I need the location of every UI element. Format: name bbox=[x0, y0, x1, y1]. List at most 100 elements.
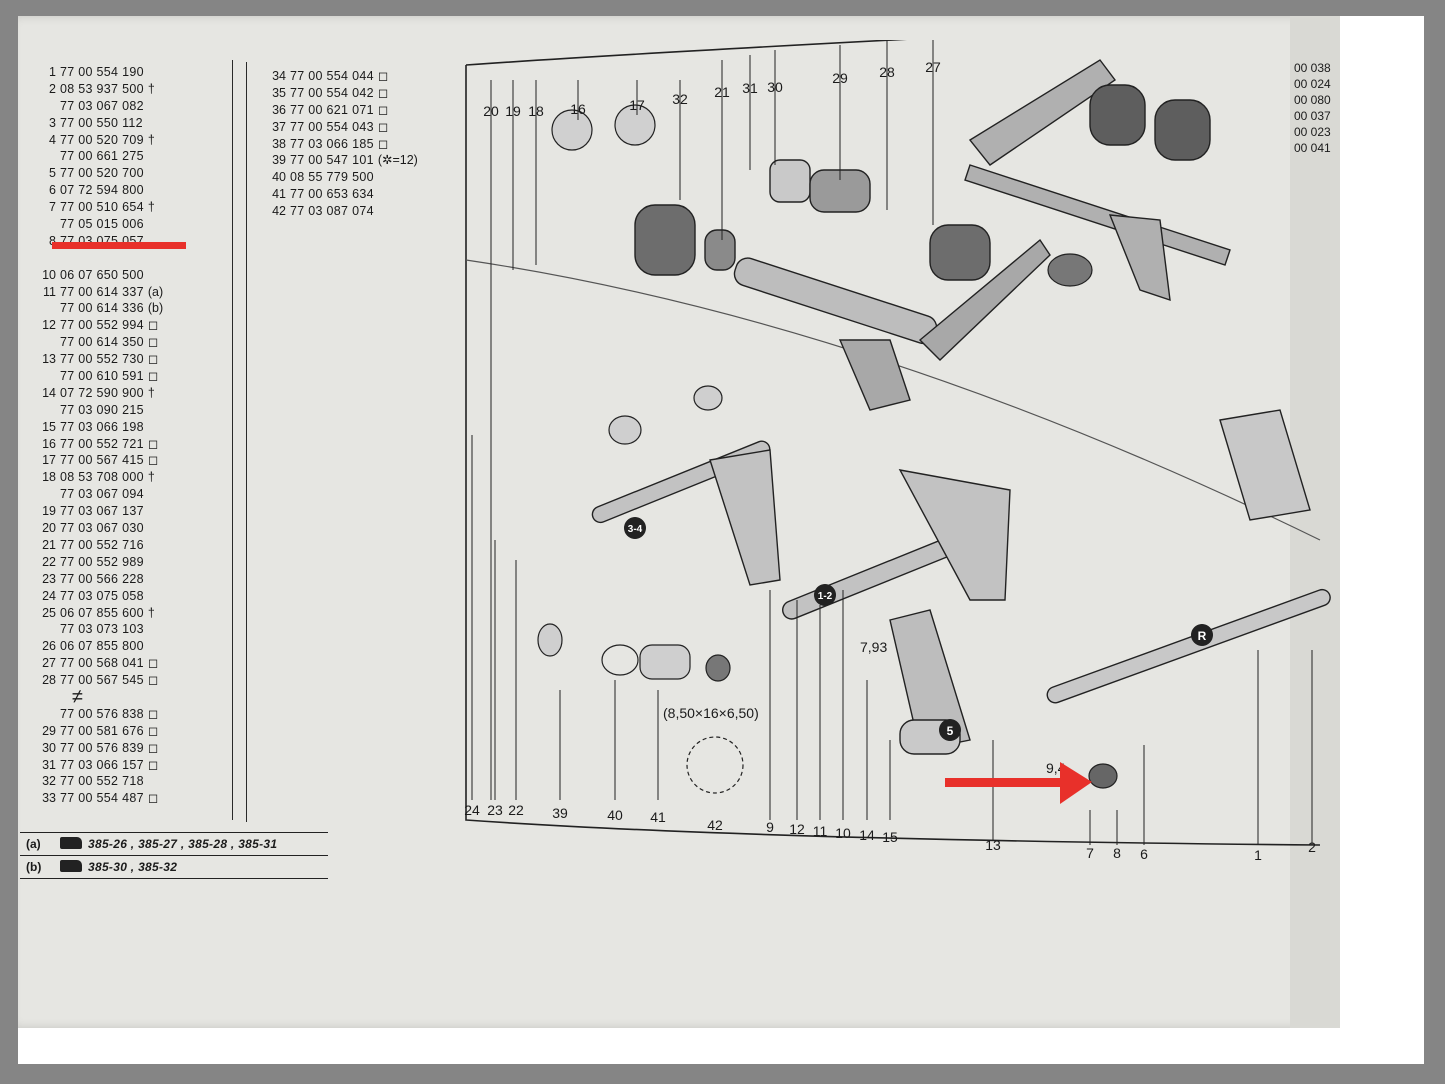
part-code: 07 72 594 800 bbox=[60, 183, 144, 198]
part-code: 77 00 552 718 bbox=[60, 774, 144, 789]
part-number: 19 bbox=[42, 504, 56, 519]
part-code: 06 07 855 600 bbox=[60, 605, 144, 620]
part-code: 77 00 520 700 bbox=[60, 166, 144, 181]
callout-20: 20 bbox=[483, 103, 499, 119]
part-number: 18 bbox=[42, 470, 56, 485]
callout-12: 12 bbox=[789, 821, 805, 837]
part-code: 06 07 650 500 bbox=[60, 267, 144, 282]
part-code: 77 00 653 634 bbox=[290, 187, 374, 202]
part-code: 77 00 554 043 bbox=[290, 119, 374, 134]
part-mark: † bbox=[147, 470, 155, 485]
vehicle-icon bbox=[60, 837, 82, 849]
part-code: 77 03 090 215 bbox=[60, 402, 144, 417]
callout-23: 23 bbox=[487, 802, 503, 818]
callout-19: 19 bbox=[505, 103, 521, 119]
callout-9: 9 bbox=[766, 819, 774, 835]
callout-18: 18 bbox=[528, 103, 544, 119]
diagram-border-top bbox=[465, 40, 908, 66]
callout-24: 24 bbox=[464, 802, 480, 818]
part-number: 38 bbox=[272, 136, 286, 151]
callout-6: 6 bbox=[1140, 846, 1148, 862]
part-mark: † bbox=[147, 605, 155, 620]
gear-badge-5: 5 bbox=[939, 719, 961, 741]
part-number: 13 bbox=[42, 352, 56, 367]
part-number: 34 bbox=[272, 69, 286, 83]
page-edge bbox=[1290, 16, 1340, 1028]
part-mark: ◻ bbox=[147, 740, 159, 755]
part-row: 77 00 576 838◻ bbox=[28, 706, 238, 723]
shaft-upper bbox=[634, 159, 991, 345]
part-mark: (a) bbox=[147, 284, 164, 299]
part-number: 5 bbox=[49, 166, 56, 181]
part-number: 42 bbox=[272, 204, 286, 219]
part-row: 77 00 614 350◻ bbox=[28, 334, 238, 351]
fork-top-right bbox=[964, 59, 1231, 302]
partial-code: 00 041 bbox=[1294, 141, 1331, 155]
part-code: 77 00 550 112 bbox=[60, 115, 143, 130]
part-code: 77 03 066 185 bbox=[290, 136, 374, 151]
part-mark: ◻ bbox=[377, 119, 389, 134]
part-code: 07 72 590 900 bbox=[60, 385, 144, 400]
callout-13: 13 bbox=[985, 837, 1001, 853]
part-mark: ◻ bbox=[377, 69, 389, 83]
part-code: 77 03 066 157 bbox=[60, 757, 144, 772]
part-code: 77 00 581 676 bbox=[60, 723, 144, 738]
part-number: 11 bbox=[43, 284, 56, 299]
part-number: 40 bbox=[272, 170, 286, 185]
part-code: 77 00 552 989 bbox=[60, 554, 144, 569]
callout-42: 42 bbox=[707, 817, 723, 833]
part-row: 25 06 07 855 600† bbox=[28, 605, 238, 622]
part-number: 35 bbox=[272, 85, 286, 100]
part-number: 37 bbox=[272, 119, 286, 134]
part-code: 77 00 614 337 bbox=[60, 284, 144, 299]
dimension-793: 7,93 bbox=[860, 639, 887, 655]
part-mark: ◻ bbox=[147, 352, 159, 367]
part-mark: ◻ bbox=[147, 656, 159, 671]
part-code: 77 00 576 838 bbox=[60, 706, 144, 721]
part-code: 77 00 554 487 bbox=[60, 791, 144, 806]
shaft-12 bbox=[782, 469, 1011, 620]
part-code: 77 00 510 654 bbox=[60, 200, 144, 215]
part-row: 37 77 00 554 043◻ bbox=[258, 119, 458, 136]
shaft-r bbox=[1046, 409, 1331, 704]
part-number: 25 bbox=[42, 605, 56, 620]
part-code: 77 00 547 101 bbox=[290, 153, 374, 168]
gear-label-12: 1-2 bbox=[818, 591, 833, 602]
partial-code: 00 023 bbox=[1294, 125, 1331, 139]
callout-40: 40 bbox=[607, 807, 623, 823]
part-number: 24 bbox=[42, 588, 56, 603]
note-a: (a)385-26 , 385-27 , 385-28 , 385-31 bbox=[20, 832, 328, 855]
part-code: 77 00 554 044 bbox=[290, 69, 374, 83]
part-code: 08 55 779 500 bbox=[290, 170, 374, 185]
part-code: ≠ bbox=[72, 685, 84, 708]
part-row: 77 00 614 336(b) bbox=[28, 300, 238, 317]
part-code: 77 00 614 350 bbox=[60, 335, 144, 350]
vehicle-icon bbox=[60, 860, 82, 872]
part-row: 77 05 015 006 bbox=[28, 216, 238, 233]
callout-17: 17 bbox=[629, 97, 645, 113]
part-mark: ◻ bbox=[147, 706, 159, 721]
part-number: 39 bbox=[272, 153, 286, 168]
red-arrow bbox=[945, 762, 1092, 804]
callout-21: 21 bbox=[714, 84, 730, 100]
part-row: 11 77 00 614 337(a) bbox=[28, 284, 238, 301]
callout-11: 11 bbox=[813, 823, 828, 839]
part-number: 12 bbox=[42, 318, 56, 333]
part-number: 23 bbox=[42, 571, 56, 586]
part-code: 77 00 554 190 bbox=[60, 65, 144, 79]
gear-badge-r: R bbox=[1191, 624, 1213, 646]
callout-31: 31 bbox=[742, 80, 758, 96]
part-mark: † bbox=[147, 132, 155, 147]
